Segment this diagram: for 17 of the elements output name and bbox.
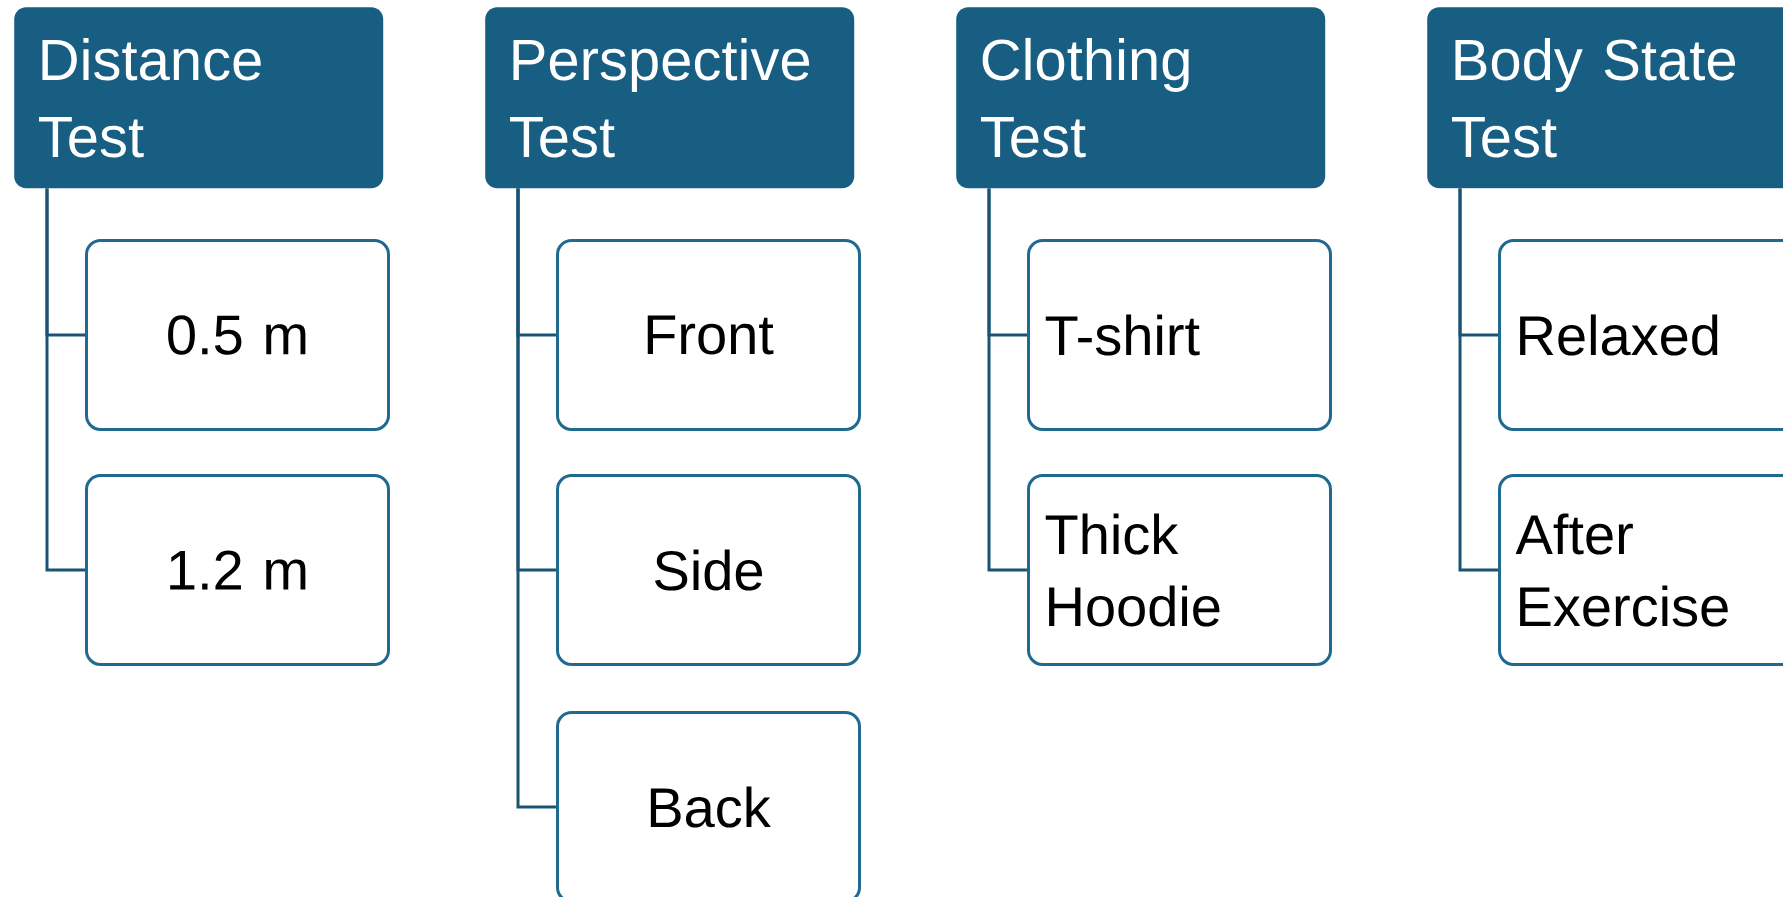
connector-line [1458,188,1498,572]
option-box: 1.2 m [85,474,390,666]
category-header-box: Distance Test [14,7,384,189]
option-box: Back [556,711,861,897]
category-header-box: Clothing Test [956,7,1326,189]
connector-line [45,188,85,572]
option-box: 0.5 m [85,239,390,431]
option-box: After Exercise [1498,474,1783,666]
category-header-box: Body State Test [1427,7,1783,189]
option-box: Relaxed [1498,239,1783,431]
option-box: Side [556,474,861,666]
category-header-box: Perspective Test [485,7,855,189]
connector-line [987,188,1027,572]
option-box: Thick Hoodie [1027,474,1332,666]
option-box: T-shirt [1027,239,1332,431]
connector-line [516,188,556,809]
option-box: Front [556,239,861,431]
